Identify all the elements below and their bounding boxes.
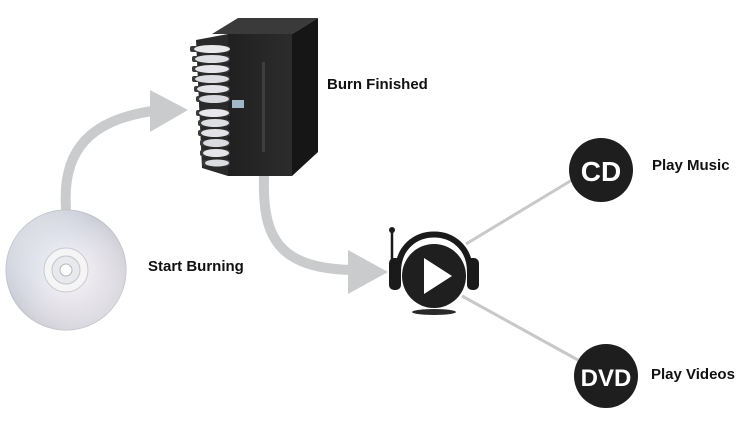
dvd-badge: DVD [574,344,638,408]
play-videos-label: Play Videos [651,366,735,383]
play-music-label: Play Music [652,157,730,174]
headphones-play-icon [389,227,479,315]
connector-line-dvd [461,294,579,362]
arrow-to-player [258,171,388,294]
start-burning-label: Start Burning [148,258,244,275]
cd-badge-text: CD [581,156,621,187]
burn-finished-label: Burn Finished [327,76,428,93]
play-icon [424,258,452,294]
drive-trays [190,45,244,167]
optical-disc-icon [5,209,127,331]
dvd-badge-text: DVD [581,365,632,392]
cd-badge: CD [569,138,633,202]
connector-line-cd [465,178,573,246]
arrow-to-duplicator [60,90,188,213]
disc-duplicator-tower-icon [190,18,318,176]
